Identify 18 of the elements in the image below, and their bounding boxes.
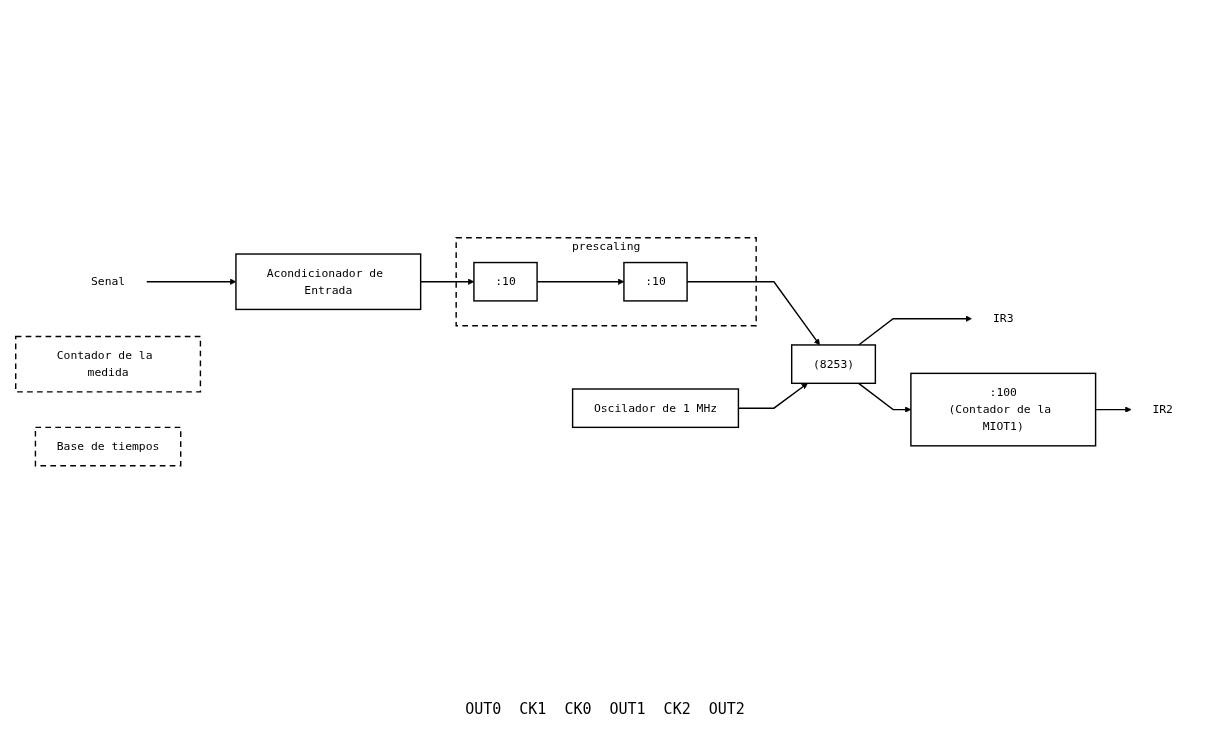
node-text: IR3 [992,311,1014,326]
node-text: IR2 [1152,402,1173,417]
node-box: :10 [473,262,538,302]
node-box: Base de tiempos [34,426,182,467]
node-box: Oscilador de 1 MHz [571,388,740,429]
pin-label: OUT2 [708,700,745,718]
node-text: Senal [90,274,126,289]
pin-label: OUT1 [609,700,646,718]
pin-label: CK1 [519,700,547,718]
node-box: Acondicionador de Entrada [235,253,422,311]
pin-label: CK0 [564,700,592,718]
node-box: (8253) [791,344,877,385]
arrow [857,315,972,346]
node-box: :100 (Contador de la MIOT1) [910,372,1097,447]
pin-label: OUT0 [465,700,502,718]
node-box: Contador de la medida [15,336,202,393]
pin-label: CK2 [663,700,691,718]
node-box: :10 [623,262,688,302]
